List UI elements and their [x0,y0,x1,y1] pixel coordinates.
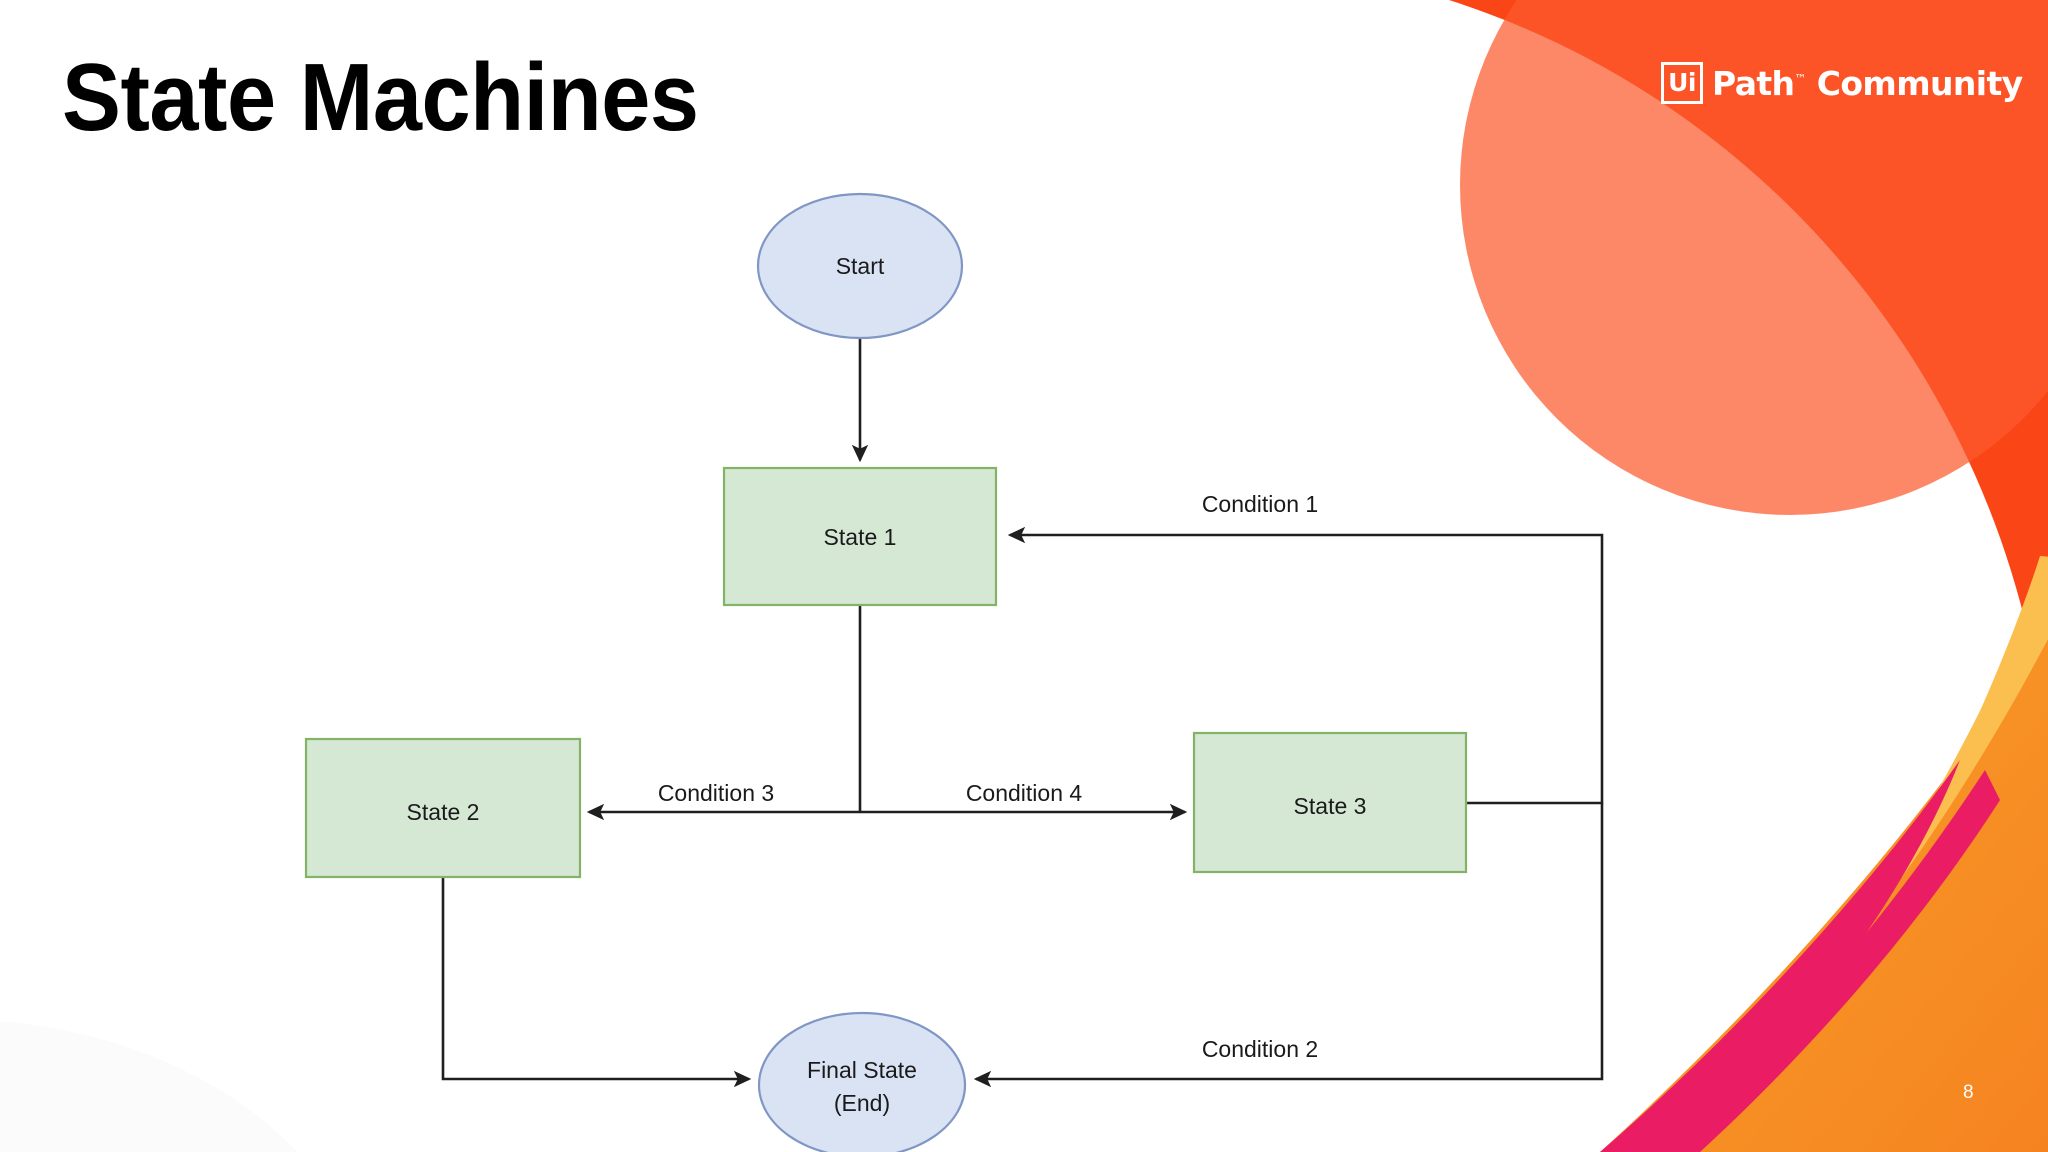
uipath-ui-mark-icon: Ui [1661,62,1703,104]
edge-label-condition-2: Condition 2 [1202,1036,1318,1062]
node-final-state[interactable]: Final State (End) [757,1011,967,1152]
node-state1-label: State 1 [824,524,897,550]
uipath-community-logo: Ui Path™ Community [1661,62,2023,104]
node-state2-label: State 2 [407,799,480,825]
uipath-wordmark-path: Path [1712,63,1795,103]
uipath-wordmark-community: Community [1816,63,2023,103]
edge-label-condition-1: Condition 1 [1202,491,1318,517]
page-title: State Machines [62,44,699,151]
page-number: 8 [1963,1082,1974,1103]
node-state1[interactable]: State 1 [722,466,998,607]
node-start[interactable]: Start [756,192,964,340]
edge-state3-to-final [973,803,1604,1088]
node-state2[interactable]: State 2 [304,737,582,879]
uipath-wordmark: Path™ Community [1712,64,2023,103]
node-final-state-label-line2: (End) [834,1090,890,1116]
trademark-symbol: ™ [1794,71,1806,86]
edge-state3-to-state1 [1007,526,1604,805]
node-start-label: Start [836,253,885,279]
edge-label-condition-3: Condition 3 [658,780,774,806]
edge-label-condition-4: Condition 4 [966,780,1083,806]
node-state3-label: State 3 [1294,793,1367,819]
edge-state2-to-final [441,877,752,1088]
node-final-state-label-line1: Final State [807,1057,917,1083]
node-state3[interactable]: State 3 [1192,731,1468,874]
